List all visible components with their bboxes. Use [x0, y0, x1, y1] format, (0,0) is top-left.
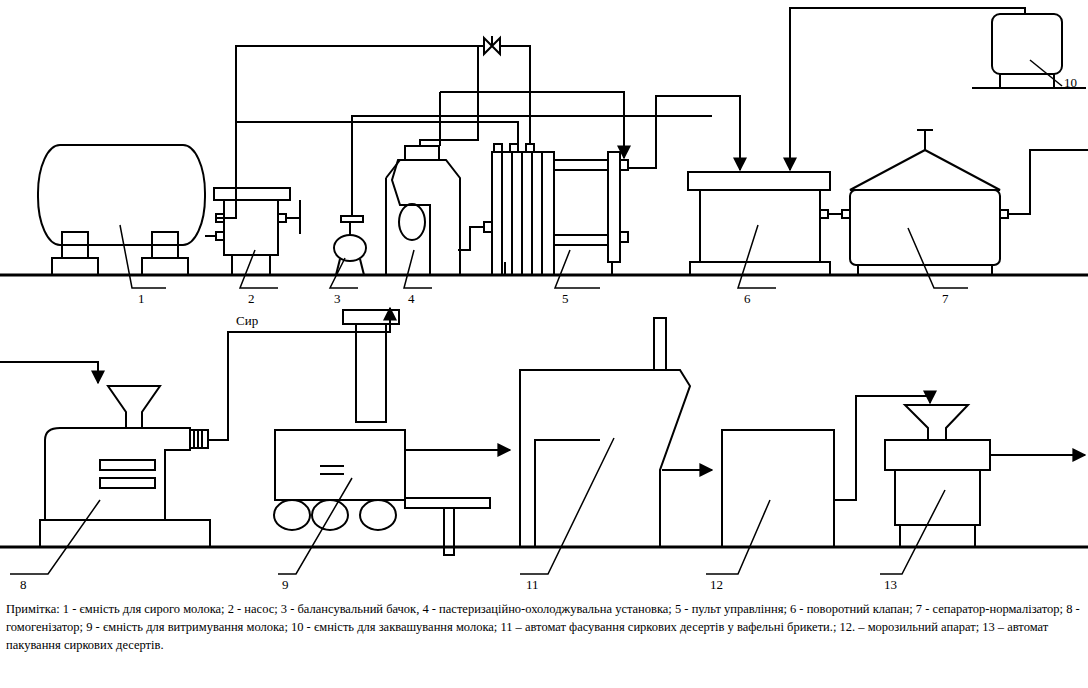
figure-caption: Примітка: 1 - ємність для сирого молока;…: [6, 600, 1080, 654]
homogenizer: [40, 386, 210, 547]
fermentation-tank: [972, 14, 1086, 88]
callout-number: 11: [526, 578, 539, 591]
filling-machine: [520, 318, 712, 547]
callout-number: 4: [408, 292, 415, 305]
rotary-valve: [688, 172, 830, 275]
callout-number: 5: [562, 292, 569, 305]
callout-number: 7: [942, 292, 949, 305]
callout-number: 13: [884, 578, 897, 591]
stream-label: Сир: [236, 314, 258, 327]
raw-milk-tank: [38, 145, 216, 275]
callout-number: 3: [334, 292, 341, 305]
pump: [214, 188, 290, 275]
callout-number: 8: [20, 578, 27, 591]
plate-apparatus: [484, 144, 628, 275]
pipeline: [0, 8, 1088, 383]
balance-tank: [334, 216, 366, 275]
leader-lines: [10, 60, 1062, 574]
callout-number: 1: [138, 292, 145, 305]
curd-pipeline: [208, 308, 390, 440]
callout-number: 10: [1064, 76, 1077, 89]
separator-normalizer: [842, 130, 1008, 275]
holding-vessel: [274, 310, 510, 555]
callout-number: 12: [710, 578, 723, 591]
callout-number: 2: [248, 292, 255, 305]
pasteurizer-unit: [386, 146, 460, 275]
callout-number: 9: [282, 578, 289, 591]
callout-number: 6: [744, 292, 751, 305]
packing-machine: [885, 405, 1085, 547]
